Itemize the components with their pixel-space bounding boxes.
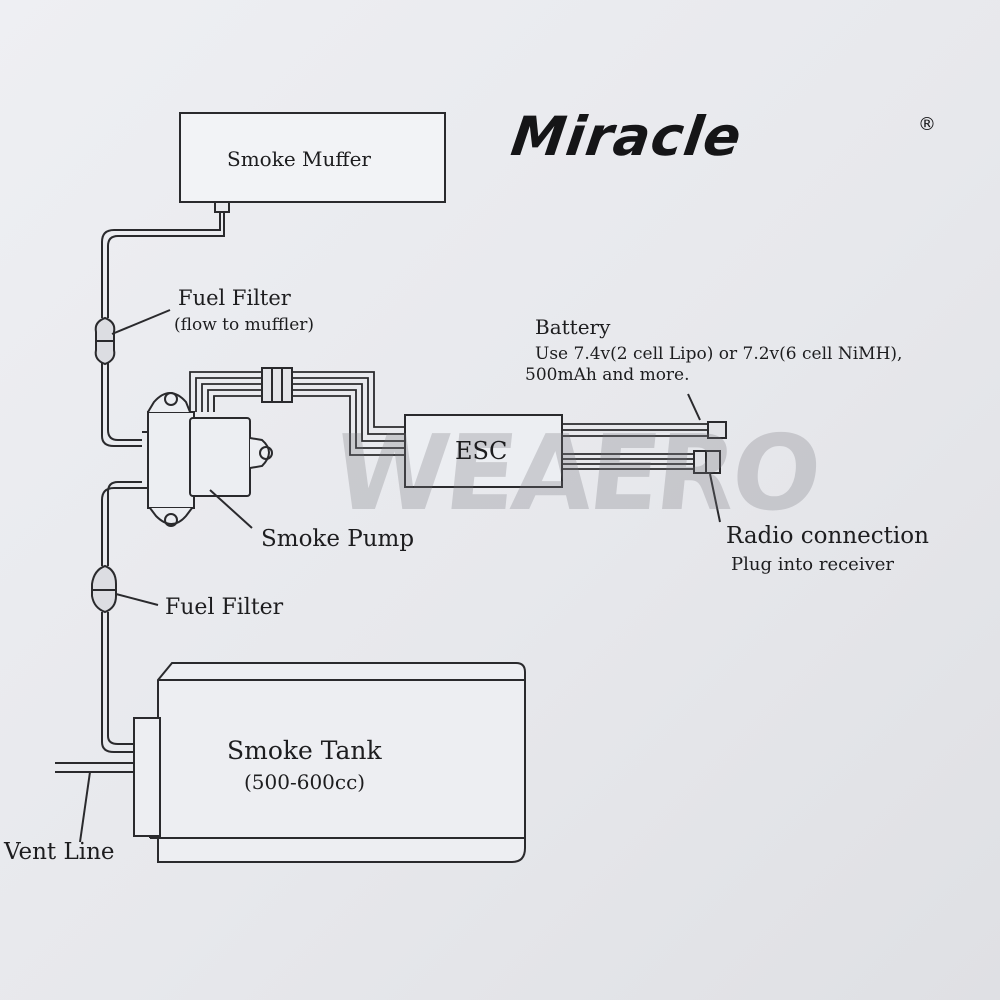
smoke-muffer-label: Smoke Muffer	[227, 147, 371, 171]
fuel-filter-top-label: Fuel Filter	[178, 286, 291, 310]
muffer-nipple	[214, 201, 230, 213]
fuel-filter-top-note: (flow to muffler)	[174, 315, 315, 335]
battery-lead	[562, 423, 708, 437]
vent-line-tube	[55, 762, 134, 773]
battery-note-line1: Use 7.4v(2 cell Lipo) or 7.2v(6 cell NiM…	[535, 344, 903, 364]
esc-label: ESC	[455, 437, 508, 465]
smoke-tank-label: Smoke Tank	[227, 736, 382, 765]
tube-filter-to-pump	[107, 362, 142, 441]
smoke-tank-body	[157, 662, 526, 863]
tube-filter-to-tank	[107, 612, 134, 745]
smoke-pump-label: Smoke Pump	[261, 526, 415, 552]
fuel-filter-bottom-label: Fuel Filter	[165, 595, 284, 620]
vent-line-label: Vent Line	[4, 839, 115, 865]
smoke-muffer-box	[179, 112, 446, 203]
wire-connector	[261, 367, 293, 403]
brand-logo: Miracle	[507, 105, 746, 168]
smoke-tank-capacity: (500-600cc)	[244, 770, 366, 794]
radio-connection-label: Radio connection	[726, 523, 929, 549]
smoke-pump-body	[147, 411, 195, 509]
radio-lead	[562, 453, 694, 470]
registered-mark: ®	[918, 114, 936, 135]
battery-label: Battery	[535, 315, 611, 339]
radio-connection-note: Plug into receiver	[731, 554, 895, 575]
battery-note-line2: 500mAh and more.	[525, 365, 690, 385]
pump-wires	[189, 371, 405, 456]
watermark-text: WEAERO	[328, 412, 824, 534]
tube-pump-to-filter	[107, 481, 142, 566]
esc-box	[404, 414, 563, 488]
tube-muffer-to-filter	[107, 212, 225, 318]
